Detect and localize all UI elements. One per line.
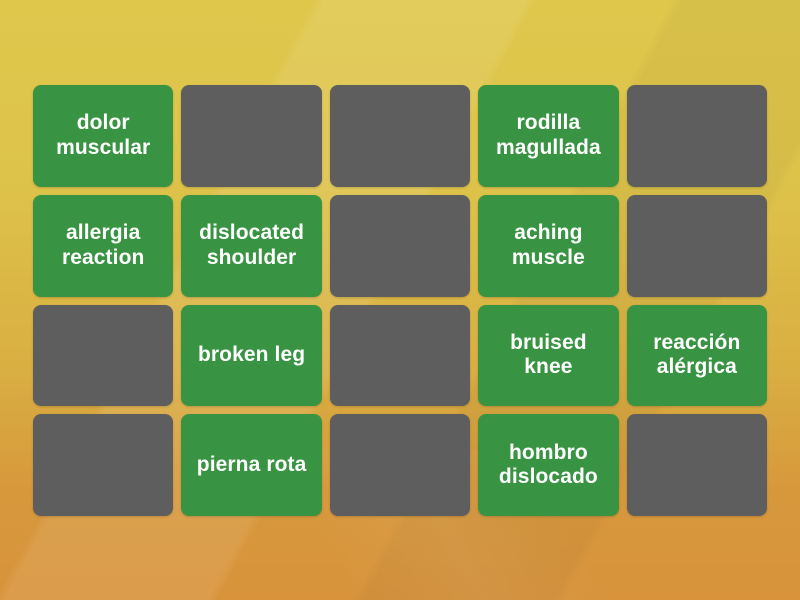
tile-hidden[interactable] bbox=[626, 85, 767, 187]
tile-revealed[interactable]: hombro dislocado bbox=[478, 414, 619, 516]
tile-hidden[interactable] bbox=[626, 414, 767, 516]
tile-label: dolor muscular bbox=[56, 111, 151, 159]
tile-label: allergia reaction bbox=[61, 221, 145, 269]
tile-label: aching muscle bbox=[511, 221, 585, 269]
tile-hidden[interactable] bbox=[33, 304, 174, 407]
tile-revealed[interactable]: aching muscle bbox=[478, 194, 619, 297]
tile-hidden[interactable] bbox=[329, 194, 471, 297]
tile-hidden[interactable] bbox=[329, 304, 471, 407]
tile-label: bruised knee bbox=[510, 330, 587, 379]
tile-revealed[interactable]: rodilla magullada bbox=[478, 85, 619, 187]
tile-revealed[interactable]: allergia reaction bbox=[33, 194, 174, 297]
tile-label: reacción alérgica bbox=[653, 330, 741, 379]
tile-label: pierna rota bbox=[196, 452, 307, 476]
tile-revealed[interactable]: reacción alérgica bbox=[626, 304, 767, 407]
tile-hidden[interactable] bbox=[33, 414, 174, 516]
tile-revealed[interactable]: bruised knee bbox=[478, 304, 619, 407]
tile-revealed[interactable]: dolor muscular bbox=[33, 85, 174, 187]
tile-label: broken leg bbox=[197, 343, 306, 367]
tile-hidden[interactable] bbox=[626, 194, 767, 297]
tile-revealed[interactable]: dislocated shoulder bbox=[181, 194, 322, 297]
tile-label: dislocated shoulder bbox=[199, 221, 305, 269]
tile-hidden[interactable] bbox=[329, 85, 471, 187]
tile-revealed[interactable]: pierna rota bbox=[181, 414, 322, 516]
tile-hidden[interactable] bbox=[181, 85, 322, 187]
tile-hidden[interactable] bbox=[329, 414, 471, 516]
tile-label: rodilla magullada bbox=[496, 111, 601, 159]
matching-pairs-grid: dolor muscular rodilla magullada allergia … bbox=[33, 85, 767, 516]
tile-label: hombro dislocado bbox=[498, 440, 598, 489]
tile-revealed[interactable]: broken leg bbox=[181, 304, 322, 407]
